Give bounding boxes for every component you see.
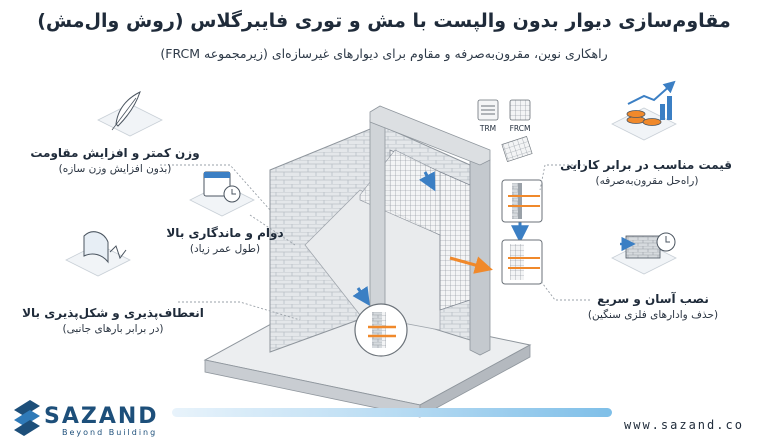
frcm-icon (509, 99, 531, 121)
feature-tile-price (611, 80, 677, 141)
feature-title: وزن کمتر و افزایش مقاومت (30, 146, 200, 160)
feature-durability: دوام و ماندگاری بالا (طول عمر زیاد) (160, 226, 290, 255)
feature-tile-weight (97, 91, 163, 137)
website-link[interactable]: www.sazand.co (624, 418, 744, 432)
frcm-label: FRCM (510, 124, 531, 133)
trm-label: TRM (479, 124, 496, 133)
brick-clock-icon (625, 235, 661, 259)
feature-tile-durability (189, 171, 255, 217)
feature-title: دوام و ماندگاری بالا (166, 226, 284, 240)
feature-subtitle: (راه‌حل مقرون‌به‌صرفه) (595, 175, 699, 187)
feature-flexibility: انعطاف‌پذیری و شکل‌پذیری بالا (در برابر … (18, 306, 208, 335)
feature-cost-effective: قیمت مناسب در برابر کارایی (راه‌حل مقرون… (560, 158, 732, 187)
feature-subtitle: (در برابر بارهای جانبی) (62, 323, 164, 335)
feature-tile-installation (611, 232, 677, 275)
feature-title: نصب آسان و سریع (597, 292, 709, 306)
page-subtitle: راهکاری نوین، مقرون‌به‌صرفه و مقاوم برای… (160, 46, 608, 61)
brand-name: SAZAND (44, 404, 159, 429)
flexible-sheet-icon (83, 231, 109, 264)
feature-easy-install: نصب آسان و سریع (حذف وادارهای فلزی سنگین… (568, 292, 738, 321)
footer-bar (172, 408, 612, 417)
feature-title: قیمت مناسب در برابر کارایی (560, 158, 732, 172)
feature-subtitle: (بدون افزایش وزن سازه) (58, 163, 172, 175)
brand-tagline: Beyond Building (62, 428, 158, 437)
concrete-beam (369, 105, 491, 166)
feature-light-weight: وزن کمتر و افزایش مقاومت (بدون افزایش وز… (30, 146, 200, 175)
concrete-column (469, 154, 491, 356)
feature-tile-flexibility (65, 231, 131, 277)
feature-subtitle: (طول عمر زیاد) (189, 243, 261, 255)
feature-subtitle: (حذف وادارهای فلزی سنگین) (587, 309, 719, 321)
page-title: مقاوم‌سازی دیوار بدون والپست با مش و تور… (37, 10, 731, 32)
feature-title: انعطاف‌پذیری و شکل‌پذیری بالا (22, 306, 204, 320)
sazand-logo-mark (14, 400, 40, 436)
